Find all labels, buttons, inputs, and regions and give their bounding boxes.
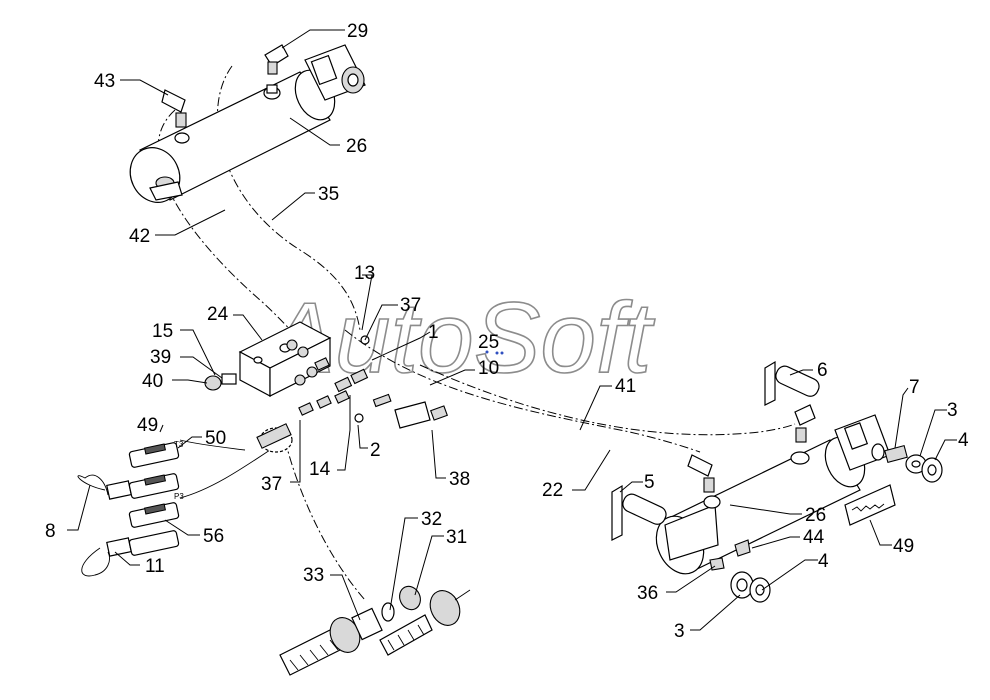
callout-2: 2 — [370, 440, 381, 461]
mark-p3: P3 — [174, 492, 184, 501]
pipe-connections — [279, 585, 471, 676]
callout-42: 42 — [129, 226, 150, 247]
callout-32: 32 — [421, 509, 442, 530]
callout-3: 3 — [674, 621, 685, 642]
leader-lines — [67, 29, 957, 631]
callout-33: 33 — [303, 565, 324, 586]
callout-7: 7 — [909, 377, 920, 398]
callout-15: 15 — [152, 321, 173, 342]
callout-41: 41 — [615, 376, 636, 397]
callout-11: 11 — [145, 556, 165, 577]
callout-26: 26 — [805, 505, 826, 526]
callout-43: 43 — [94, 71, 115, 92]
callout-49: 49 — [893, 536, 914, 557]
hose-22 — [344, 329, 701, 453]
callout-49: 49 — [137, 415, 158, 436]
top-cylinder — [129, 44, 366, 203]
callout-29: 29 — [347, 21, 368, 42]
callout-39: 39 — [150, 347, 171, 368]
marker-dot — [500, 351, 504, 355]
hose-35 — [216, 65, 361, 331]
hose-41 — [419, 364, 796, 436]
callout-31: 31 — [446, 527, 467, 548]
callout-13: 13 — [354, 263, 375, 284]
callout-1: 1 — [428, 322, 439, 343]
valve-block — [204, 321, 504, 453]
marker-dot — [485, 350, 489, 354]
callout-25: 25 — [478, 332, 499, 353]
callout-50: 50 — [205, 428, 226, 449]
hose-coupling-2 — [179, 449, 271, 499]
callout-44: 44 — [803, 527, 825, 548]
bottom-cylinder — [611, 360, 943, 603]
callout-56: 56 — [203, 526, 224, 547]
callout-6: 6 — [817, 360, 828, 381]
callout-5: 5 — [644, 472, 655, 493]
callout-8: 8 — [45, 521, 56, 542]
callout-24: 24 — [207, 304, 229, 325]
marker-dot — [495, 351, 499, 355]
watermark: AutoSoft — [263, 282, 656, 394]
callout-labels: 29 43 26 35 42 13 37 24 15 1 25 39 10 6 … — [45, 21, 969, 642]
callout-3: 3 — [947, 400, 958, 421]
callout-40: 40 — [142, 371, 163, 392]
hose-33 — [284, 439, 366, 601]
callout-35: 35 — [318, 184, 339, 205]
callout-26: 26 — [346, 136, 367, 157]
callout-37: 37 — [400, 295, 421, 316]
callout-4: 4 — [818, 551, 829, 572]
callout-14: 14 — [309, 459, 331, 480]
callout-10: 10 — [478, 358, 499, 379]
callout-4: 4 — [958, 430, 969, 451]
mark-t3: T3 — [174, 440, 184, 449]
callout-37: 37 — [261, 474, 282, 495]
callout-22: 22 — [542, 480, 563, 501]
quick-couplings: T3 P3 — [77, 440, 184, 577]
callout-38: 38 — [449, 469, 470, 490]
callout-36: 36 — [637, 583, 658, 604]
